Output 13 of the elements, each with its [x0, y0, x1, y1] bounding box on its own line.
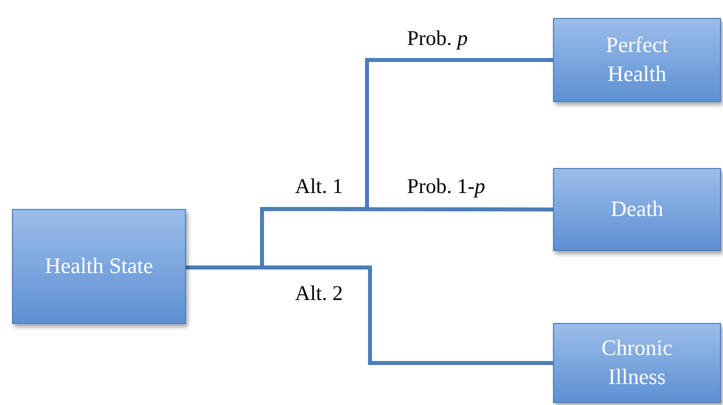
connector-line [186, 266, 553, 365]
state-box [553, 18, 721, 102]
node-label: Death [610, 195, 664, 224]
node-label: Chronic Illness [600, 334, 674, 391]
state-box [553, 323, 721, 403]
edge-label: Alt. 2 [295, 281, 343, 306]
edge-label: Prob. 1-p [407, 174, 486, 199]
branch-label: Alt. 1 [295, 174, 343, 199]
state-box [553, 168, 721, 251]
node-label: Perfect Health [604, 31, 670, 88]
edge-label: Prob. p [407, 26, 468, 51]
node-label: Health State [44, 252, 154, 280]
state-box [12, 209, 186, 324]
